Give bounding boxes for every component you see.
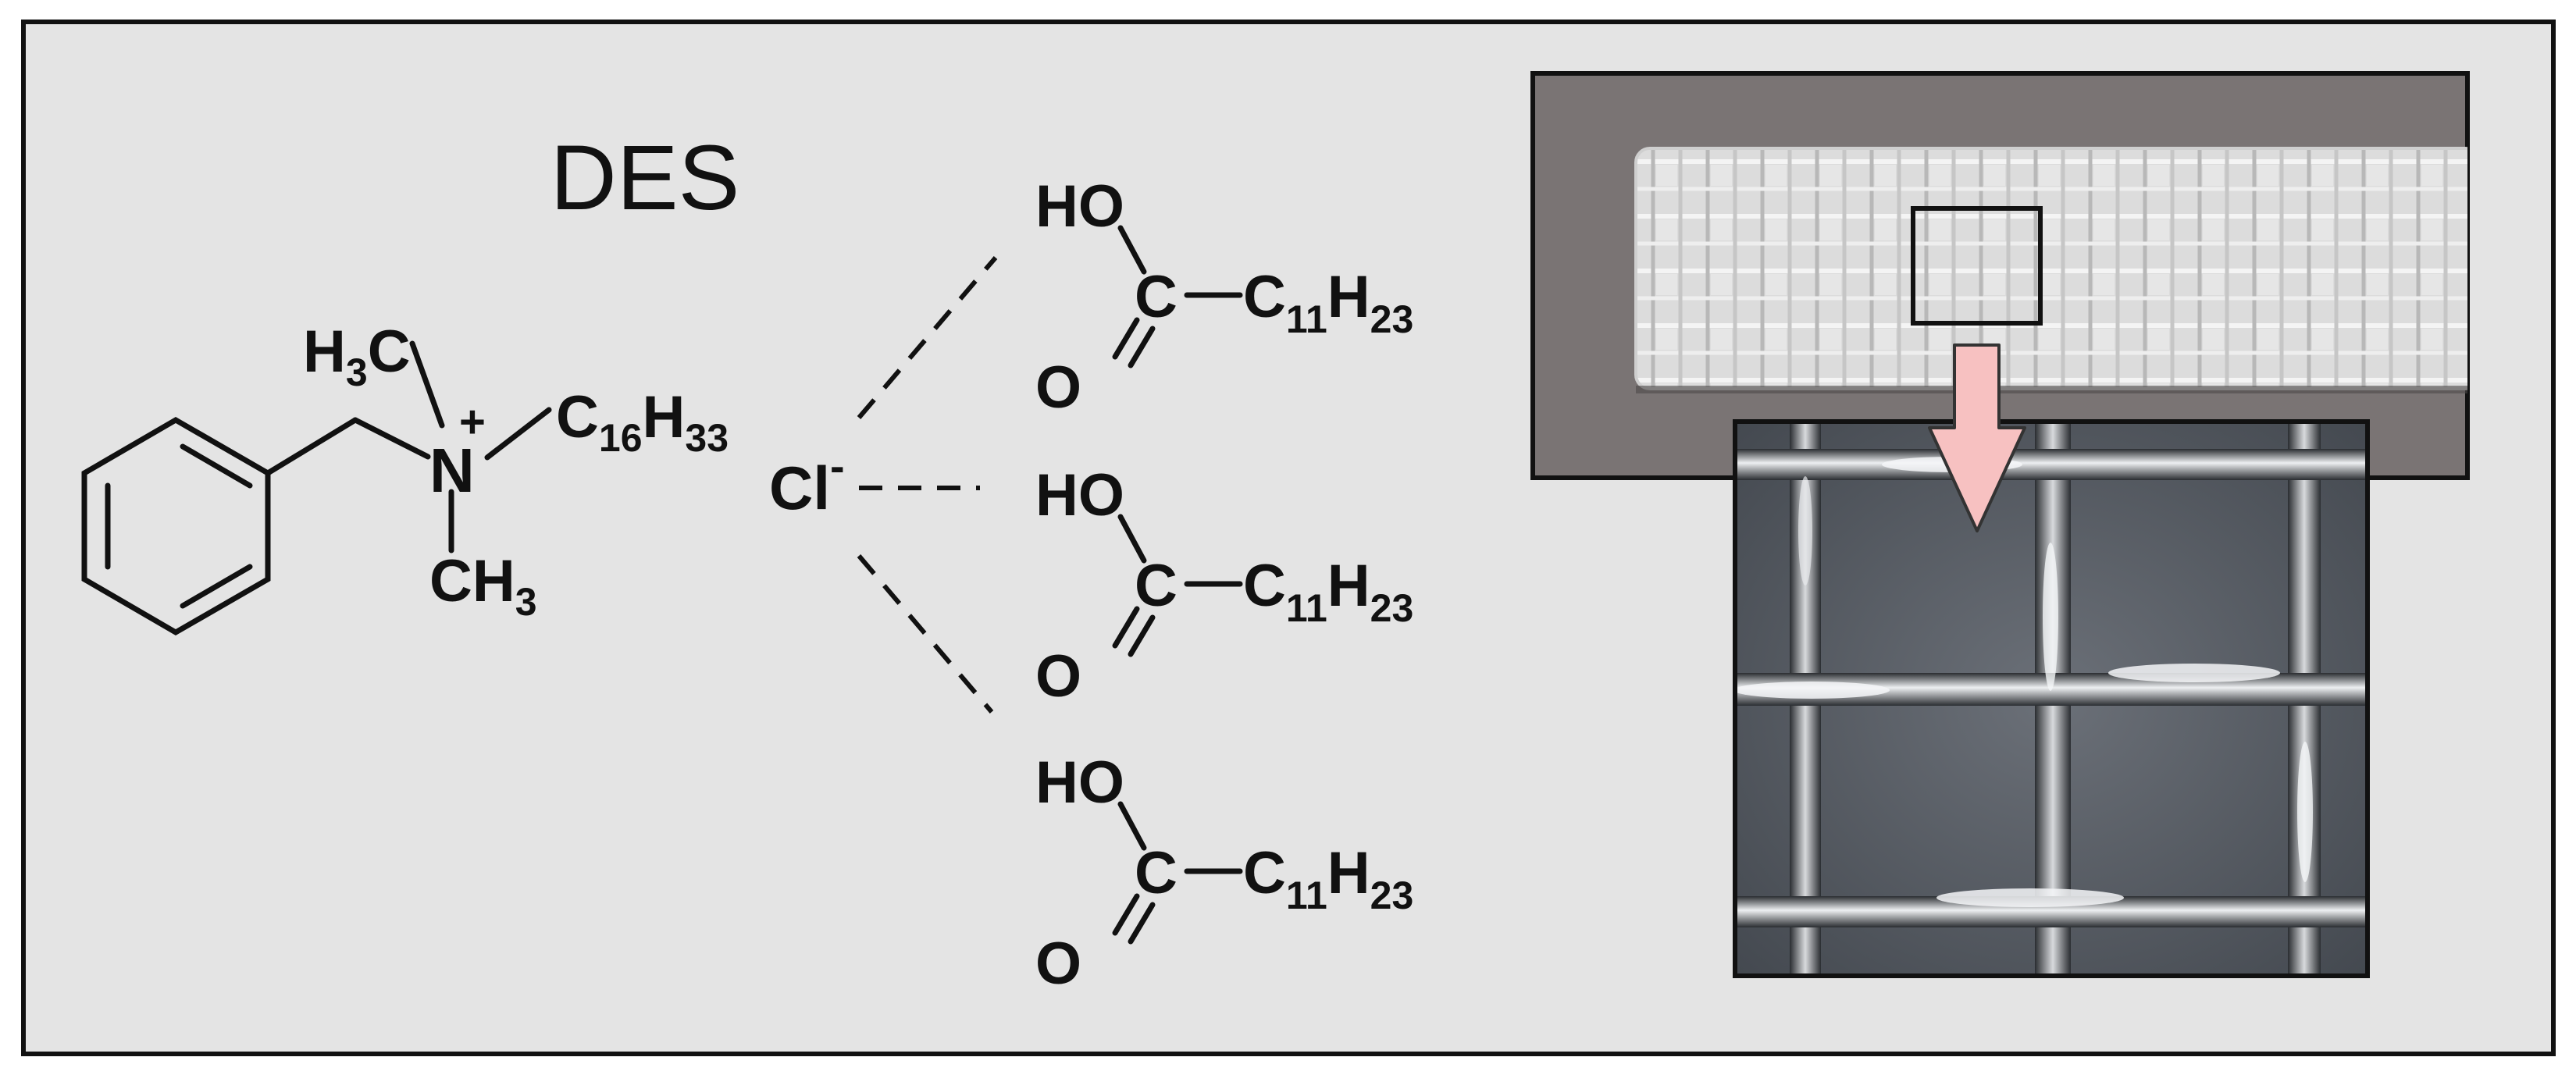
carbonyl-oxygen-label: O [1035, 643, 1081, 710]
carboxyl-carbon-label: C [1135, 264, 1178, 330]
bond [409, 340, 445, 429]
bond [1117, 225, 1147, 275]
carbonyl-double-bond [1128, 614, 1156, 657]
hexadecyl-label: C16H33 [556, 384, 729, 460]
wire-highlight [1735, 682, 1890, 699]
carbonyl-double-bond [1112, 317, 1140, 360]
horizontal-wire [1735, 449, 2368, 480]
wire-highlight [2108, 664, 2280, 682]
coated-mesh-strip [1634, 147, 2467, 390]
nitrogen-label: N [429, 436, 475, 505]
methyl-top-label: H3C [303, 319, 411, 394]
hydroxyl-label: HO [1035, 462, 1124, 529]
lauric-acid-1: HO C O C11H23 [1035, 173, 1413, 421]
hydrogen-bond-bottom [857, 554, 994, 714]
carboxyl-carbon-label: C [1135, 553, 1178, 619]
zoom-region-box [1911, 206, 2043, 326]
bond [1117, 514, 1147, 564]
bond [1117, 801, 1147, 851]
hydrogen-bonds [857, 256, 998, 714]
hydroxyl-label: HO [1035, 749, 1124, 816]
mesh-photo [1530, 71, 2470, 480]
zoom-arrow [1928, 343, 2026, 532]
wire-highlight [2043, 543, 2058, 691]
hydroxyl-label: HO [1035, 173, 1124, 240]
chloride-label: Cl- [769, 441, 845, 522]
benzene-double-bond [180, 564, 253, 609]
lauric-acid-2: HO C O C11H23 [1035, 462, 1413, 710]
bond [484, 407, 552, 461]
carbonyl-oxygen-label: O [1035, 931, 1081, 997]
carbonyl-oxygen-label: O [1035, 354, 1081, 421]
wire-highlight [2297, 742, 2313, 882]
title: DES [550, 126, 740, 230]
undecyl-label: C11H23 [1243, 264, 1413, 341]
wire-highlight [1936, 888, 2124, 907]
benzene-double-bond [180, 443, 253, 489]
undecyl-label: C11H23 [1243, 553, 1413, 630]
carboxyl-carbon-label: C [1135, 840, 1178, 906]
methyl-bottom-label: CH3 [429, 548, 537, 624]
micrograph-border [1733, 419, 2370, 978]
bond [352, 417, 431, 460]
carbonyl-double-bond [1128, 902, 1156, 945]
wire-highlight [1798, 476, 1812, 585]
mesh-micrograph [1733, 419, 2370, 978]
hydrogen-bond-top [857, 256, 998, 419]
mesh-strip-shadow [1636, 386, 2467, 393]
ammonium-charge: + [459, 397, 486, 447]
benzyl-ammonium-cation [81, 340, 552, 636]
carbonyl-double-bond [1112, 606, 1140, 649]
lauric-acid-3: HO C O C11H23 [1035, 749, 1413, 997]
undecyl-label: C11H23 [1243, 840, 1413, 917]
bond [265, 417, 358, 476]
carbonyl-double-bond [1128, 326, 1156, 368]
carbonyl-double-bond [1112, 893, 1140, 936]
